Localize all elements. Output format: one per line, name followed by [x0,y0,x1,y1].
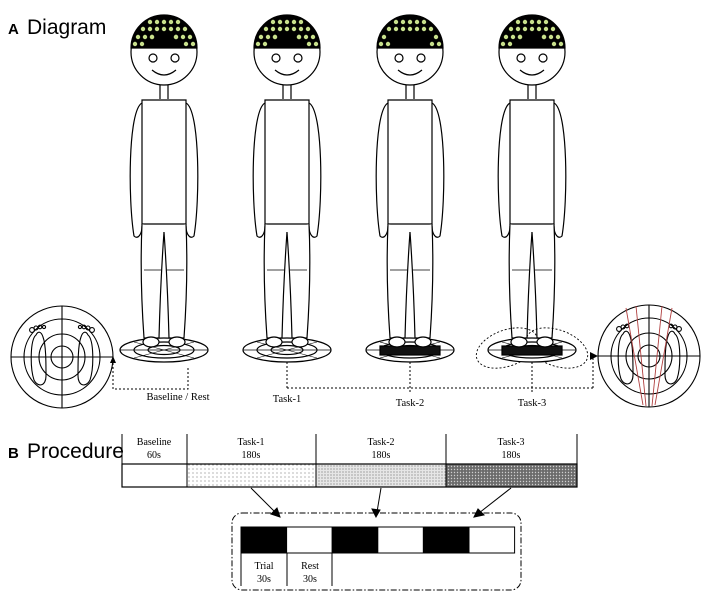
force-plate-3 [365,337,455,363]
timeline-bar-baseline [122,464,187,487]
baseline-footprint-target [10,305,114,409]
timeline-name-task-3: Task-3 [497,437,524,448]
figure-4 [475,14,589,369]
timeline-duration-task-1: 180s [242,450,261,461]
block-rest-duration: 30s [303,574,317,585]
task3-footprint-target [597,304,701,408]
block-sequence [240,526,516,554]
figure-2 [242,14,332,363]
timeline-bar-task-2 [316,464,446,487]
figure-1 [119,14,209,363]
force-plate-4 [475,327,589,369]
block-design-frame [231,512,522,591]
connector-baseline [112,360,189,390]
connector-tasks [286,357,594,392]
arrow-to-task3-target [590,352,598,360]
timeline-duration-baseline: 60s [147,450,161,461]
panel-b-title: Procedure [27,440,124,463]
timeline-bar-task-3 [446,464,577,487]
figures-group [119,14,589,369]
block-trial-duration: 30s [257,574,271,585]
sway-lines [625,305,673,407]
rest-block [468,526,516,554]
label-task-3: Task-3 [518,398,546,409]
timeline-name-task-1: Task-1 [237,437,264,448]
panel-b-letter: B [8,445,19,462]
panel-a-title: Diagram [27,16,106,39]
trial-block [422,526,470,554]
block-rest-label: Rest [301,561,319,572]
rest-block [377,526,424,554]
timeline-name-baseline: Baseline [137,437,172,448]
block-trial-label: Trial [254,561,273,572]
arrow-to-baseline-target [110,356,116,363]
label-task-2: Task-2 [396,398,424,409]
force-plate-2 [242,337,332,363]
trial-block [240,526,288,554]
force-plate-1 [119,337,209,363]
timeline: Baseline 60s Task-1 180s Task-2 180s Tas… [121,434,578,488]
timeline-duration-task-3: 180s [502,450,521,461]
rest-block [286,526,333,554]
timeline-name-task-2: Task-2 [367,437,394,448]
panel-a-letter: A [8,21,19,38]
trial-block [331,526,379,554]
label-baseline-rest: Baseline / Rest [147,392,210,403]
figure-3 [365,14,455,363]
label-task-1: Task-1 [273,394,301,405]
timeline-bar-task-1 [187,464,316,487]
timeline-duration-task-2: 180s [372,450,391,461]
